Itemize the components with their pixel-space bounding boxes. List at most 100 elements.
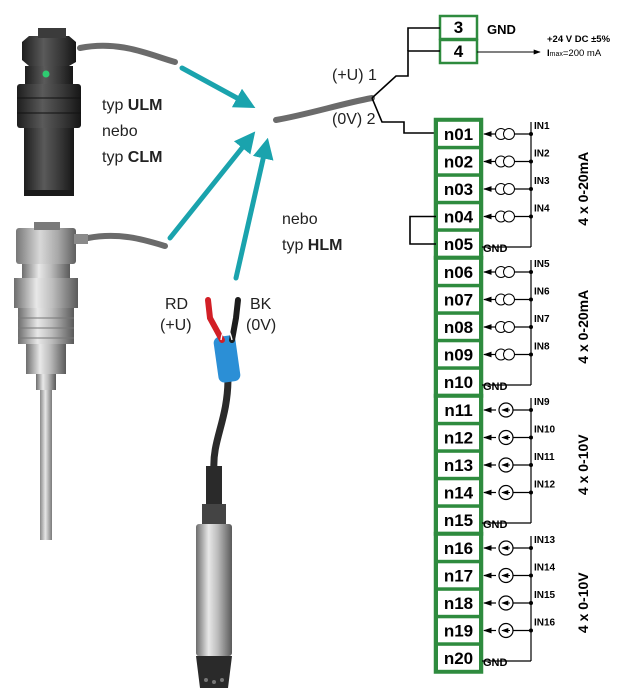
terminal-box <box>436 202 481 231</box>
terminal-box <box>436 533 481 562</box>
label-bk-0v: (0V) <box>246 317 276 334</box>
terminal-box <box>436 505 481 534</box>
terminal-label: n05 <box>444 235 473 254</box>
terminal-label: n12 <box>444 429 473 448</box>
caption-typ-ulm: typ ULM <box>102 97 162 114</box>
terminal-label: n02 <box>444 153 473 172</box>
terminal-box <box>436 312 481 341</box>
group-gnd-label: GND <box>483 243 508 255</box>
terminal-label: n19 <box>444 622 473 641</box>
input-label: IN10 <box>534 425 556 436</box>
current-source-icon <box>503 128 515 140</box>
label-plus-u-1: (+U) 1 <box>332 67 377 84</box>
terminal-label: n04 <box>444 208 474 227</box>
caption-typ-clm: typ CLM <box>102 149 162 166</box>
power-section: 3 4 GND +24 V DC ±5% Imax=200 mA <box>438 14 611 65</box>
input-label: IN1 <box>534 121 550 132</box>
input-label: IN8 <box>534 342 550 353</box>
group-range-label: 4 x 0-10V <box>575 434 591 495</box>
sensor-wiring <box>371 27 440 134</box>
input-label: IN2 <box>534 149 550 160</box>
group-gnd-label: GND <box>483 381 508 393</box>
terminal-label: n20 <box>444 649 473 668</box>
terminal-label: n07 <box>444 291 473 310</box>
group-gnd-label: GND <box>483 519 508 531</box>
input-label: IN6 <box>534 287 550 298</box>
terminal-label: n06 <box>444 263 473 282</box>
terminal-box <box>436 119 481 148</box>
input-label: IN5 <box>534 259 550 270</box>
terminal-label: n10 <box>444 373 473 392</box>
terminal-box <box>436 478 481 507</box>
caption-nebo-1: nebo <box>102 123 138 140</box>
ulm-sensor-image <box>17 28 178 196</box>
terminal-label: n15 <box>444 511 473 530</box>
terminal-label: n11 <box>444 401 472 420</box>
terminal-label: n09 <box>444 346 473 365</box>
group-gnd-label: GND <box>483 657 508 669</box>
current-source-icon <box>503 348 515 361</box>
terminal-box <box>436 643 481 672</box>
group-range-label: 4 x 0-20mA <box>575 290 591 364</box>
current-source-icon <box>503 210 515 223</box>
group-range-label: 4 x 0-20mA <box>575 152 591 226</box>
terminal-label: n01 <box>444 125 473 144</box>
current-source-icon <box>503 266 515 278</box>
input-label: IN14 <box>534 563 556 574</box>
common-cable <box>273 95 375 123</box>
input-label: IN3 <box>534 176 550 187</box>
hlm-sensor-image <box>196 297 241 688</box>
terminal-label: n14 <box>444 484 474 503</box>
terminal-box <box>436 450 481 479</box>
input-label: IN4 <box>534 204 550 215</box>
terminal-label: n16 <box>444 539 473 558</box>
arrow-from-hlm <box>233 137 274 281</box>
input-label: IN9 <box>534 397 550 408</box>
current-source-icon <box>503 321 515 333</box>
arrow-from-clm <box>167 131 256 241</box>
current-source-icon <box>503 293 515 306</box>
arrow-from-ulm <box>179 65 256 109</box>
terminal-box <box>436 367 481 396</box>
terminal-label: n17 <box>444 567 473 586</box>
input-label: IN15 <box>534 590 556 601</box>
captions: typ ULM nebo typ CLM nebo typ HLM RD (+U… <box>102 67 377 334</box>
terminal-box <box>436 340 481 369</box>
label-rd-plus-u: (+U) <box>160 317 192 334</box>
terminal-box <box>436 616 481 645</box>
terminal-box <box>436 229 481 258</box>
terminal-label: n18 <box>444 594 473 613</box>
input-label: IN16 <box>534 618 556 629</box>
current-source-icon <box>503 183 515 195</box>
terminal-label: n08 <box>444 318 473 337</box>
terminal-box <box>436 561 481 590</box>
label-bk: BK <box>250 296 272 313</box>
input-label: IN12 <box>534 480 556 491</box>
terminal-box <box>436 395 481 424</box>
group-range-label: 4 x 0-10V <box>575 572 591 633</box>
supply-voltage-label: +24 V DC ±5% <box>547 34 611 45</box>
terminal-3-label: 3 <box>454 18 463 37</box>
terminal-4-label: 4 <box>454 42 464 61</box>
power-gnd-label: GND <box>487 22 516 37</box>
caption-typ-hlm: typ HLM <box>282 237 342 254</box>
terminal-box <box>436 147 481 176</box>
input-label: IN7 <box>534 314 550 325</box>
clm-sensor-image <box>14 222 168 540</box>
pointer-arrows <box>167 65 274 281</box>
terminal-label: n03 <box>444 180 473 199</box>
supply-current-label: Imax=200 mA <box>547 48 602 59</box>
input-label: IN11 <box>534 452 555 463</box>
terminal-box <box>436 174 481 203</box>
input-label: IN13 <box>534 535 556 546</box>
terminal-box <box>436 257 481 286</box>
current-source-icon <box>503 155 515 168</box>
terminal-box <box>436 423 481 452</box>
terminal-box <box>436 588 481 617</box>
